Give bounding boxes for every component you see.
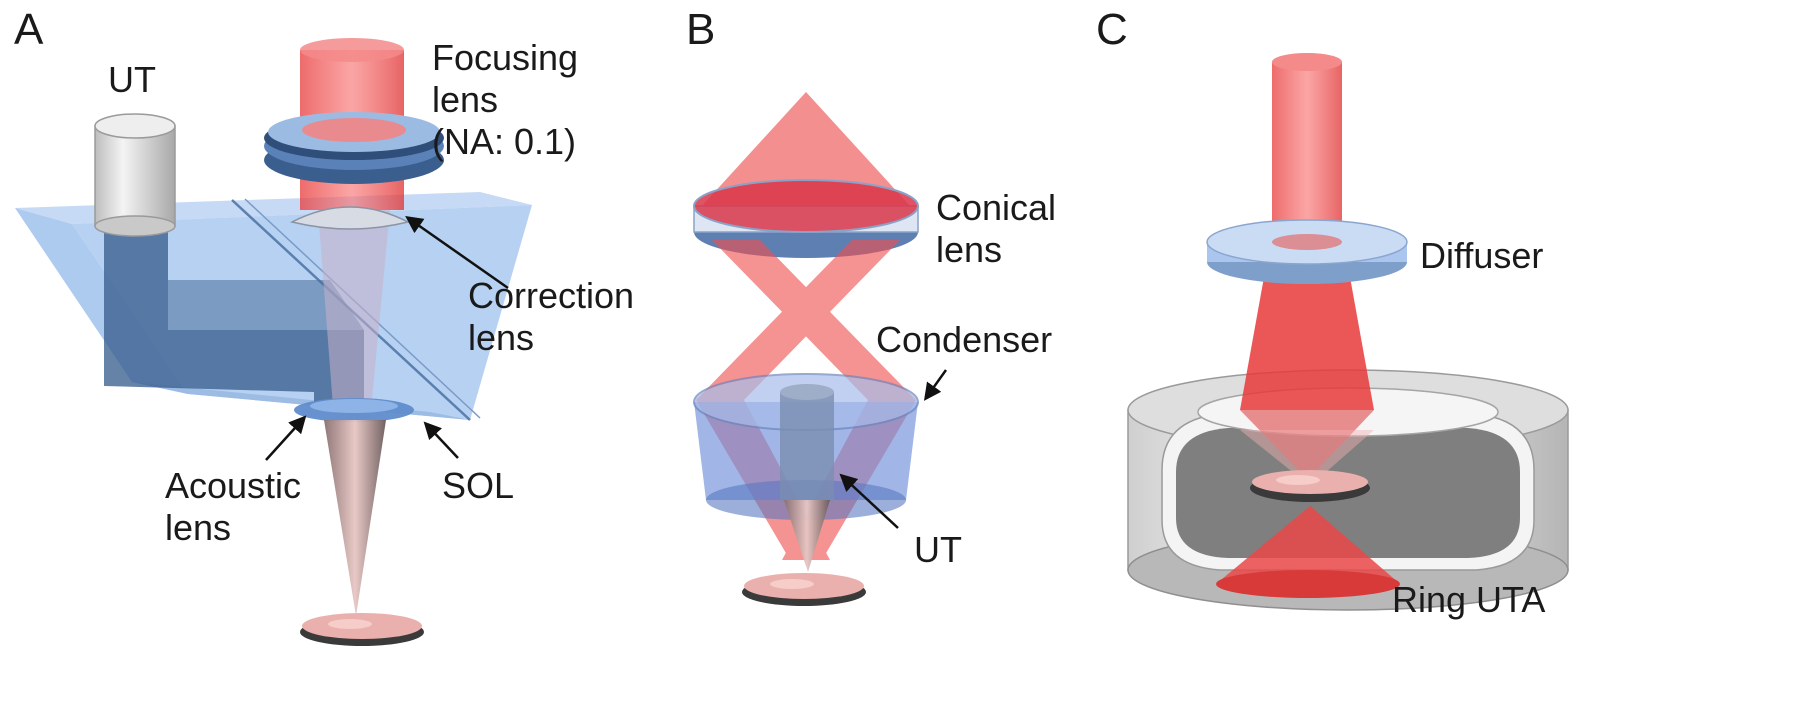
diffuser: [1206, 219, 1408, 284]
label-correction-1: Correction: [468, 275, 634, 316]
panel-b: B: [686, 5, 1056, 606]
label-focusing-1: Focusing: [432, 37, 578, 78]
panel-a: A: [14, 5, 634, 646]
ut-transducer: [94, 113, 176, 237]
arrow-correction: [405, 215, 509, 290]
arrow-ut-b: [839, 473, 899, 529]
focus-cone-a: [324, 420, 386, 616]
label-ut-a: UT: [108, 59, 156, 100]
tissue-sample-a: [300, 613, 424, 646]
ut-b: [780, 384, 834, 572]
tissue-sample-c: [1250, 470, 1370, 502]
acoustic-lens: [294, 398, 414, 422]
label-focusing-2: lens: [432, 79, 498, 120]
focusing-lens: [264, 112, 444, 184]
panel-b-letter: B: [686, 5, 715, 54]
arrow-condenser: [923, 369, 948, 401]
label-focusing-3: (NA: 0.1): [432, 121, 576, 162]
panel-c: C: [1096, 5, 1569, 620]
acoustic-path: [104, 218, 364, 412]
label-conical-1: Conical: [936, 187, 1056, 228]
panel-c-letter: C: [1096, 5, 1128, 54]
arrow-sol: [423, 421, 459, 459]
panel-a-letter: A: [14, 5, 44, 54]
label-sol: SOL: [442, 465, 514, 506]
tissue-sample-b: [742, 573, 866, 606]
label-condenser: Condenser: [876, 319, 1052, 360]
label-acoustic-2: lens: [165, 507, 231, 548]
label-conical-2: lens: [936, 229, 1002, 270]
label-acoustic-1: Acoustic: [165, 465, 301, 506]
arrow-acoustic: [265, 415, 307, 461]
label-ut-b: UT: [914, 529, 962, 570]
laser-beam-c: [1216, 53, 1400, 598]
laser-beam-a: [300, 38, 404, 420]
label-diffuser: Diffuser: [1420, 235, 1543, 276]
input-light-cone: [700, 92, 912, 208]
label-correction-2: lens: [468, 317, 534, 358]
label-ring-uta: Ring UTA: [1392, 579, 1545, 620]
